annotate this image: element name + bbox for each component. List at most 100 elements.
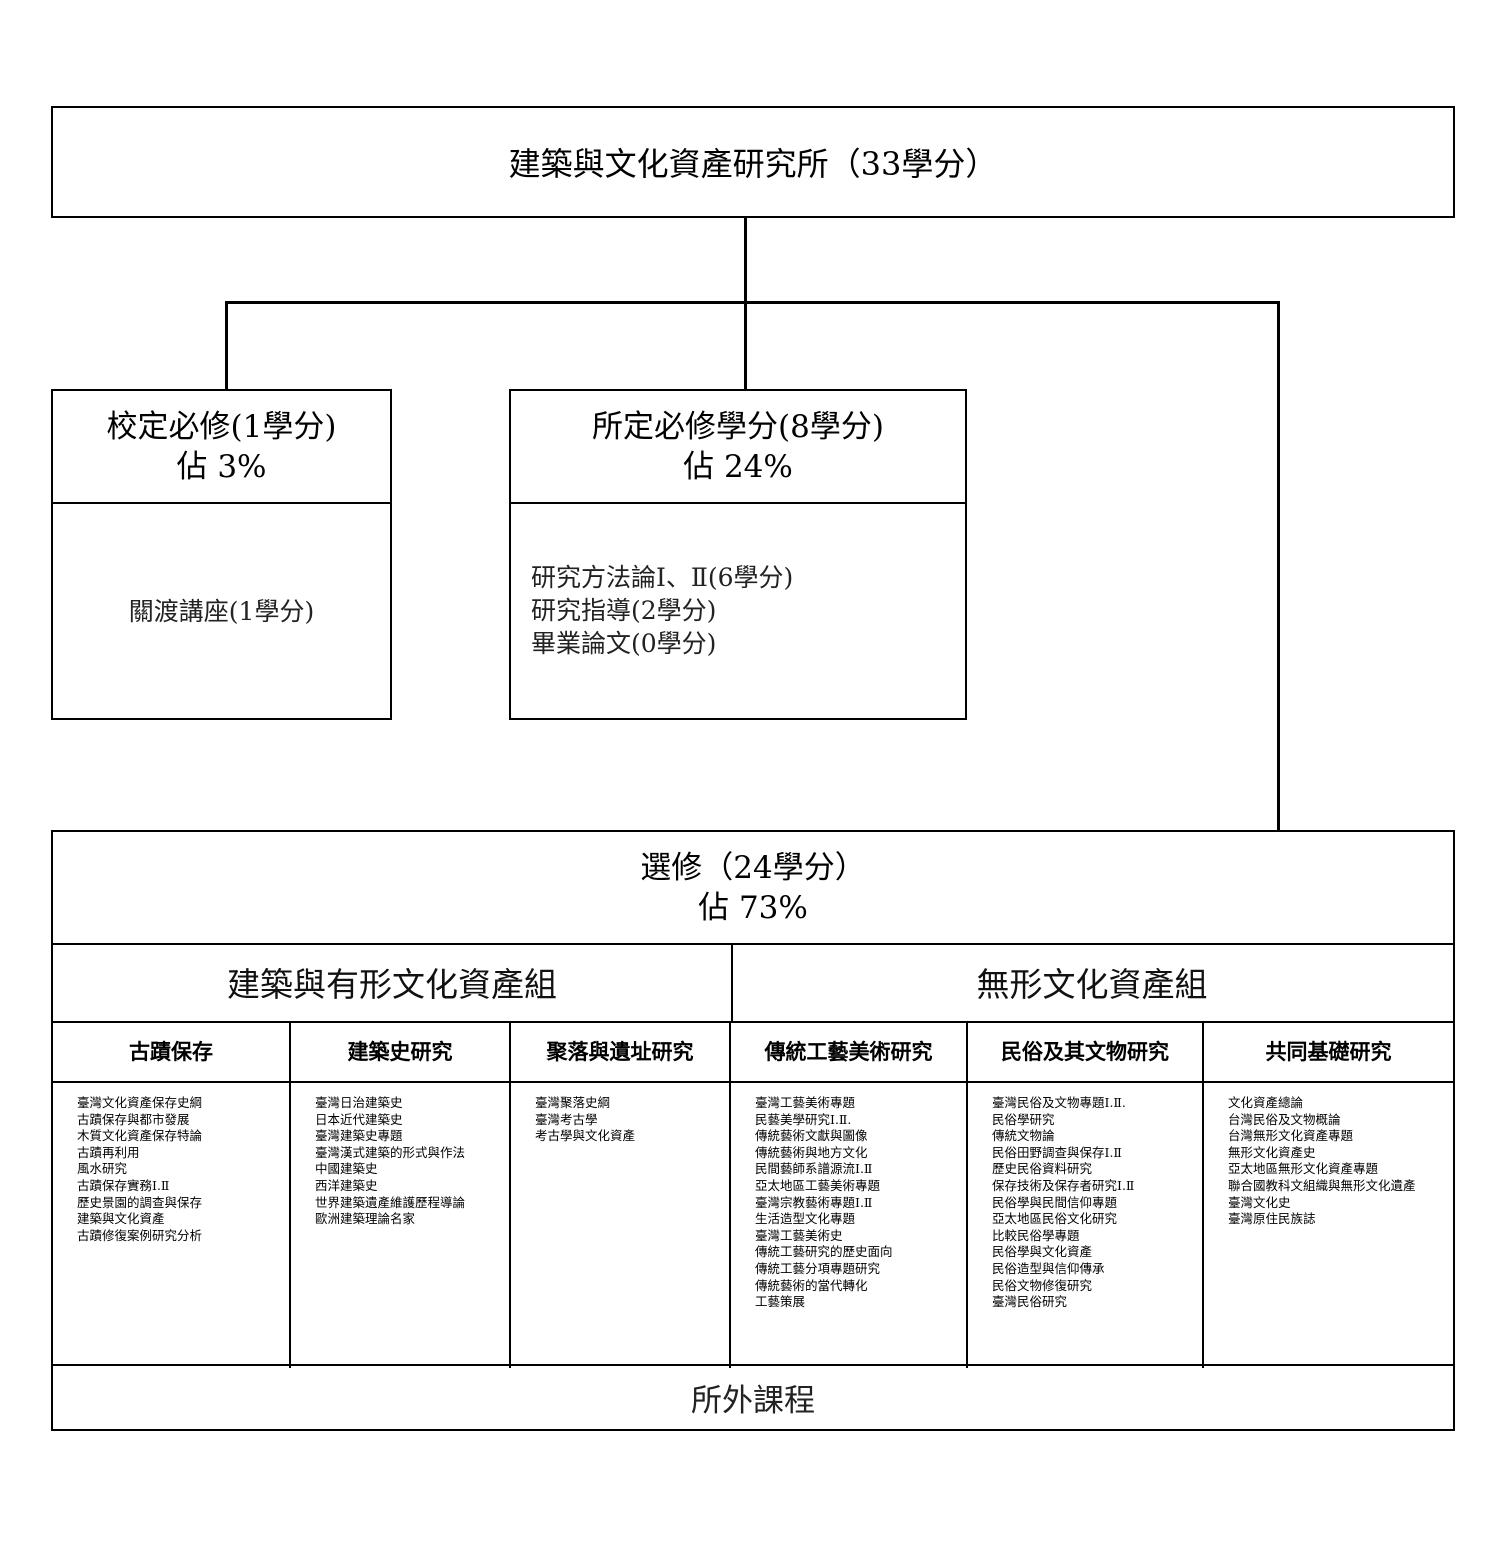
course-item: 生活造型文化專題 (755, 1211, 856, 1227)
group-tangible-heritage: 建築與有形文化資產組 (53, 943, 733, 1023)
column-title: 傳統工藝美術研究 (731, 1021, 966, 1083)
course-item: 歐洲建築理論名家 (315, 1211, 416, 1227)
course-item: 古蹟保存實務Ⅰ.Ⅱ (77, 1177, 170, 1193)
course-item: 聯合國教科文組織與無形文化遺產 (1228, 1177, 1416, 1193)
course-item: 臺灣聚落史綱 (535, 1095, 611, 1110)
course-item: 民俗田野調查與保存Ⅰ.Ⅱ (992, 1144, 1122, 1160)
group-title: 建築與有形文化資產組 (227, 965, 557, 1004)
course-list: 臺灣聚落史綱臺灣考古學考古學與文化資產 (511, 1083, 729, 1145)
elective-title: 選修（24學分） (640, 849, 866, 886)
course-item: 考古學與文化資產 (535, 1128, 636, 1144)
course-item: 民俗學研究 (992, 1111, 1055, 1127)
course-item: 風水研究 (77, 1161, 128, 1177)
school-required-course: 關渡講座(1學分) (128, 597, 315, 626)
connector-to-school-required (225, 301, 228, 390)
connector-root-down (744, 218, 747, 303)
dept-required-body: 研究方法論Ⅰ、Ⅱ(6學分) 研究指導(2學分) 畢業論文(0學分) (511, 502, 965, 718)
dept-required-title: 所定必修學分(8學分) (592, 408, 884, 445)
course-item: 臺灣民俗研究 (992, 1294, 1068, 1310)
course-item: 臺灣工藝美術史 (755, 1227, 843, 1243)
course-item: 民俗學與民間信仰專題 (992, 1194, 1118, 1210)
school-required-node: 校定必修(1學分) 佔 3% 關渡講座(1學分) (51, 389, 392, 720)
dept-required-course: 研究指導(2學分) (531, 595, 717, 625)
course-item: 無形文化資產史 (1228, 1144, 1316, 1160)
course-item: 比較民俗學專題 (992, 1227, 1080, 1243)
course-item: 日本近代建築史 (315, 1111, 403, 1127)
course-item: 傳統文物論 (992, 1128, 1055, 1144)
course-item: 民間藝師系譜源流Ⅰ.Ⅱ (755, 1161, 873, 1177)
dept-required-course: 畢業論文(0學分) (531, 628, 717, 658)
external-courses-label: 所外課程 (691, 1383, 815, 1419)
course-item: 傳統工藝分項專題研究 (755, 1260, 881, 1276)
course-item: 臺灣文化資產保存史綱 (77, 1095, 203, 1110)
course-item: 台灣無形文化資產專題 (1228, 1128, 1354, 1144)
course-item: 臺灣工藝美術專題 (755, 1095, 856, 1110)
course-item: 傳統藝術的當代轉化 (755, 1277, 868, 1293)
institute-title: 建築與文化資產研究所（33學分） (508, 145, 998, 183)
course-item: 古蹟再利用 (77, 1144, 140, 1160)
connector-horizontal (225, 301, 1280, 304)
course-list: 臺灣文化資產保存史綱古蹟保存與都市發展木質文化資產保存特論古蹟再利用風水研究古蹟… (53, 1083, 289, 1244)
elective-node: 選修（24學分） 佔 73% 建築與有形文化資產組 無形文化資產組 古蹟保存 臺… (51, 830, 1455, 1431)
course-item: 歷史民俗資料研究 (992, 1161, 1093, 1177)
course-item: 傳統藝術文獻與圖像 (755, 1128, 868, 1144)
column-traditional-crafts: 傳統工藝美術研究 臺灣工藝美術專題民藝美學研究Ⅰ.Ⅱ.傳統藝術文獻與圖像傳統藝術… (731, 1021, 968, 1368)
course-item: 臺灣民俗及文物專題Ⅰ.Ⅱ. (992, 1095, 1126, 1110)
course-item: 亞太地區工藝美術專題 (755, 1177, 881, 1193)
course-item: 臺灣日治建築史 (315, 1095, 403, 1110)
connector-to-dept-required (744, 301, 747, 390)
course-item: 建築與文化資產 (77, 1211, 165, 1227)
dept-required-percent: 佔 24% (683, 448, 793, 485)
course-item: 民俗文物修復研究 (992, 1277, 1093, 1293)
course-item: 歷史景園的調查與保存 (77, 1194, 203, 1210)
course-list: 臺灣日治建築史日本近代建築史臺灣建築史專題臺灣漢式建築的形式與作法中國建築史西洋… (291, 1083, 509, 1228)
course-list: 文化資產總論台灣民俗及文物概論台灣無形文化資產專題無形文化資產史亞太地區無形文化… (1204, 1083, 1453, 1228)
column-title: 古蹟保存 (53, 1021, 289, 1083)
column-title: 民俗及其文物研究 (968, 1021, 1202, 1083)
course-item: 傳統工藝研究的歷史面向 (755, 1244, 893, 1260)
course-item: 臺灣漢式建築的形式與作法 (315, 1144, 466, 1160)
course-item: 亞太地區民俗文化研究 (992, 1211, 1118, 1227)
column-settlement-sites: 聚落與遺址研究 臺灣聚落史綱臺灣考古學考古學與文化資產 (511, 1021, 731, 1368)
column-title: 建築史研究 (291, 1021, 509, 1083)
course-item: 中國建築史 (315, 1161, 378, 1177)
course-item: 傳統藝術與地方文化 (755, 1144, 868, 1160)
course-item: 臺灣原住民族誌 (1228, 1211, 1316, 1227)
course-item: 民俗造型與信仰傳承 (992, 1260, 1105, 1276)
column-architectural-history: 建築史研究 臺灣日治建築史日本近代建築史臺灣建築史專題臺灣漢式建築的形式與作法中… (291, 1021, 511, 1368)
course-item: 工藝策展 (755, 1294, 806, 1310)
column-common-foundation: 共同基礎研究 文化資產總論台灣民俗及文物概論台灣無形文化資產專題無形文化資產史亞… (1204, 1021, 1453, 1368)
course-item: 民俗學與文化資產 (992, 1244, 1093, 1260)
group-title: 無形文化資產組 (976, 965, 1208, 1004)
course-item: 臺灣建築史專題 (315, 1128, 403, 1144)
column-folklore-artifacts: 民俗及其文物研究 臺灣民俗及文物專題Ⅰ.Ⅱ.民俗學研究傳統文物論民俗田野調查與保… (968, 1021, 1204, 1368)
dept-required-header: 所定必修學分(8學分) 佔 24% (511, 391, 965, 504)
connector-to-elective (1277, 301, 1280, 831)
dept-required-node: 所定必修學分(8學分) 佔 24% 研究方法論Ⅰ、Ⅱ(6學分) 研究指導(2學分… (509, 389, 967, 720)
column-title: 聚落與遺址研究 (511, 1021, 729, 1083)
school-required-title: 校定必修(1學分) (106, 408, 337, 445)
school-required-body: 關渡講座(1學分) (53, 502, 390, 718)
school-required-header: 校定必修(1學分) 佔 3% (53, 391, 390, 504)
elective-percent: 佔 73% (698, 889, 808, 926)
course-list: 臺灣工藝美術專題民藝美學研究Ⅰ.Ⅱ.傳統藝術文獻與圖像傳統藝術與地方文化民間藝師… (731, 1083, 966, 1311)
course-item: 古蹟修復案例研究分析 (77, 1227, 203, 1243)
column-monument-preservation: 古蹟保存 臺灣文化資產保存史綱古蹟保存與都市發展木質文化資產保存特論古蹟再利用風… (53, 1021, 291, 1368)
group-intangible-heritage: 無形文化資產組 (731, 943, 1453, 1023)
course-item: 文化資產總論 (1228, 1095, 1304, 1110)
course-item: 保存技術及保存者研究Ⅰ.Ⅱ (992, 1177, 1135, 1193)
course-item: 臺灣宗教藝術專題Ⅰ.Ⅱ (755, 1194, 873, 1210)
course-item: 臺灣文化史 (1228, 1194, 1291, 1210)
column-title: 共同基礎研究 (1204, 1021, 1453, 1083)
course-item: 亞太地區無形文化資產專題 (1228, 1161, 1379, 1177)
course-item: 世界建築遺產維護歷程導論 (315, 1194, 466, 1210)
course-item: 古蹟保存與都市發展 (77, 1111, 190, 1127)
course-item: 木質文化資產保存特論 (77, 1128, 203, 1144)
school-required-percent: 佔 3% (176, 448, 267, 485)
course-item: 西洋建築史 (315, 1177, 378, 1193)
institute-node: 建築與文化資產研究所（33學分） (51, 106, 1455, 218)
course-item: 民藝美學研究Ⅰ.Ⅱ. (755, 1111, 852, 1127)
course-item: 台灣民俗及文物概論 (1228, 1111, 1341, 1127)
elective-header: 選修（24學分） 佔 73% (53, 832, 1453, 945)
